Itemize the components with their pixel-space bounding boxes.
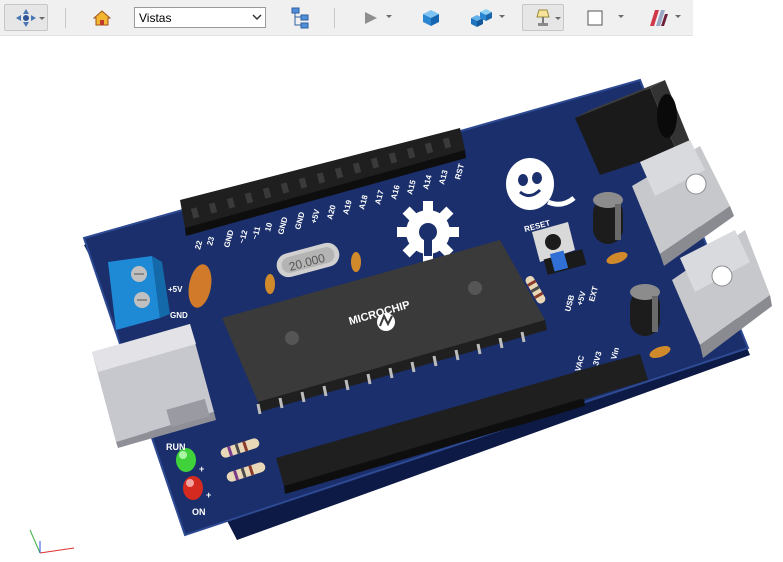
pin-label: A19 — [341, 198, 354, 215]
ceramic-capacitor — [188, 264, 212, 308]
power-jumper — [543, 249, 587, 275]
view-orientation-button[interactable] — [4, 4, 48, 31]
led-plus-label: + — [206, 490, 211, 500]
3d-viewport[interactable]: 22 23 GND ~12 ~11 10 GND GND +5V A20 A19… — [0, 36, 783, 557]
chevron-down-icon — [555, 17, 561, 20]
crystal-oscillator: 20.000 — [276, 242, 340, 278]
chevron-down-icon[interactable] — [675, 15, 681, 18]
led-run-label: RUN — [166, 442, 186, 452]
ceramic-capacitor — [606, 251, 628, 265]
resistor — [220, 438, 260, 458]
appearance-icon — [650, 9, 668, 26]
chevron-down-icon[interactable] — [499, 15, 505, 18]
gnd-pin-label: GND — [170, 311, 188, 320]
pin-label: A15 — [405, 178, 418, 195]
header-top — [180, 128, 466, 236]
ceramic-capacitor — [351, 252, 361, 272]
ceramic-capacitor — [649, 345, 671, 359]
chevron-down-icon — [39, 17, 45, 20]
pin-label: RST — [453, 163, 466, 181]
electrolytic-capacitor-1 — [593, 192, 623, 244]
svg-text:Vin: Vin — [609, 346, 621, 360]
led-on-label: ON — [192, 507, 206, 517]
pin-label: A17 — [373, 188, 386, 205]
ghost-logo — [506, 158, 576, 210]
toolbar-separator — [334, 8, 335, 28]
square-icon — [587, 10, 603, 25]
chevron-down-icon[interactable] — [386, 15, 392, 18]
jumper-usb-label: USB — [563, 294, 576, 313]
svg-text:3V3: 3V3 — [591, 350, 604, 367]
appearance-button[interactable] — [645, 4, 671, 31]
chevron-down-icon — [252, 14, 262, 21]
voltage-regulator-1 — [632, 140, 734, 266]
pin-label: 23 — [205, 235, 216, 246]
led-green — [176, 448, 196, 472]
led-red — [183, 476, 203, 500]
pin-label: A14 — [421, 173, 434, 190]
screw-terminal — [108, 256, 170, 330]
ceramic-capacitor — [265, 274, 275, 294]
pin-label: 10 — [263, 221, 274, 232]
play-icon — [365, 11, 377, 24]
view-select[interactable]: Vistas — [134, 7, 266, 28]
resistor — [525, 275, 546, 304]
pin-label: +5V — [309, 208, 322, 225]
pin-label: A20 — [325, 203, 338, 220]
tree-icon — [291, 7, 309, 28]
animation-button[interactable] — [360, 4, 382, 31]
resistor — [226, 462, 266, 482]
dc-power-jack — [575, 80, 690, 175]
jumper-5v-label: +5V — [575, 290, 588, 307]
lighting-button[interactable] — [522, 4, 564, 31]
background-button[interactable] — [584, 4, 606, 31]
shaded-view-button[interactable] — [419, 4, 443, 31]
pcb-3d-model[interactable]: 22 23 GND ~12 ~11 10 GND GND +5V A20 A19… — [0, 36, 783, 557]
chevron-down-icon[interactable] — [618, 15, 624, 18]
axis-triad — [29, 529, 75, 554]
led-plus-label: + — [199, 464, 204, 474]
view-select-value: Vistas — [139, 11, 172, 25]
header-top-labels: 22 23 GND ~12 ~11 10 GND GND +5V A20 A19… — [193, 163, 466, 251]
svg-text:VAC: VAC — [573, 354, 586, 372]
jumper-ext-label: EXT — [587, 285, 600, 302]
toolbar: Vistas — [0, 0, 693, 36]
reset-button — [532, 222, 575, 262]
gear-logo — [397, 201, 459, 263]
lamp-icon — [536, 9, 550, 26]
pin-label: ~11 — [250, 225, 262, 241]
voltage-regulator-2 — [672, 230, 772, 358]
electrolytic-capacitor-2 — [630, 284, 660, 336]
model-tree-button[interactable] — [288, 4, 312, 31]
cube-icon — [423, 9, 439, 26]
power-pin-label: +5V — [168, 285, 183, 294]
usb-b-connector — [92, 324, 216, 448]
display-style-button[interactable] — [469, 4, 495, 31]
home-button[interactable] — [90, 4, 114, 31]
pin-label: A18 — [357, 193, 370, 210]
home-icon — [93, 9, 111, 25]
toolbar-separator — [65, 8, 66, 28]
pin-label: A16 — [389, 183, 402, 200]
pin-label: 22 — [193, 239, 204, 250]
blocks-icon — [471, 8, 492, 27]
pin-label: ~12 — [237, 229, 249, 245]
pin-label: A13 — [437, 168, 450, 185]
header-bottom — [276, 354, 648, 494]
view-orientation-icon — [16, 8, 36, 27]
vcc-labels: VAC 3V3 Vin — [573, 346, 621, 372]
microcontroller-chip: MICROCHIP — [222, 240, 547, 415]
